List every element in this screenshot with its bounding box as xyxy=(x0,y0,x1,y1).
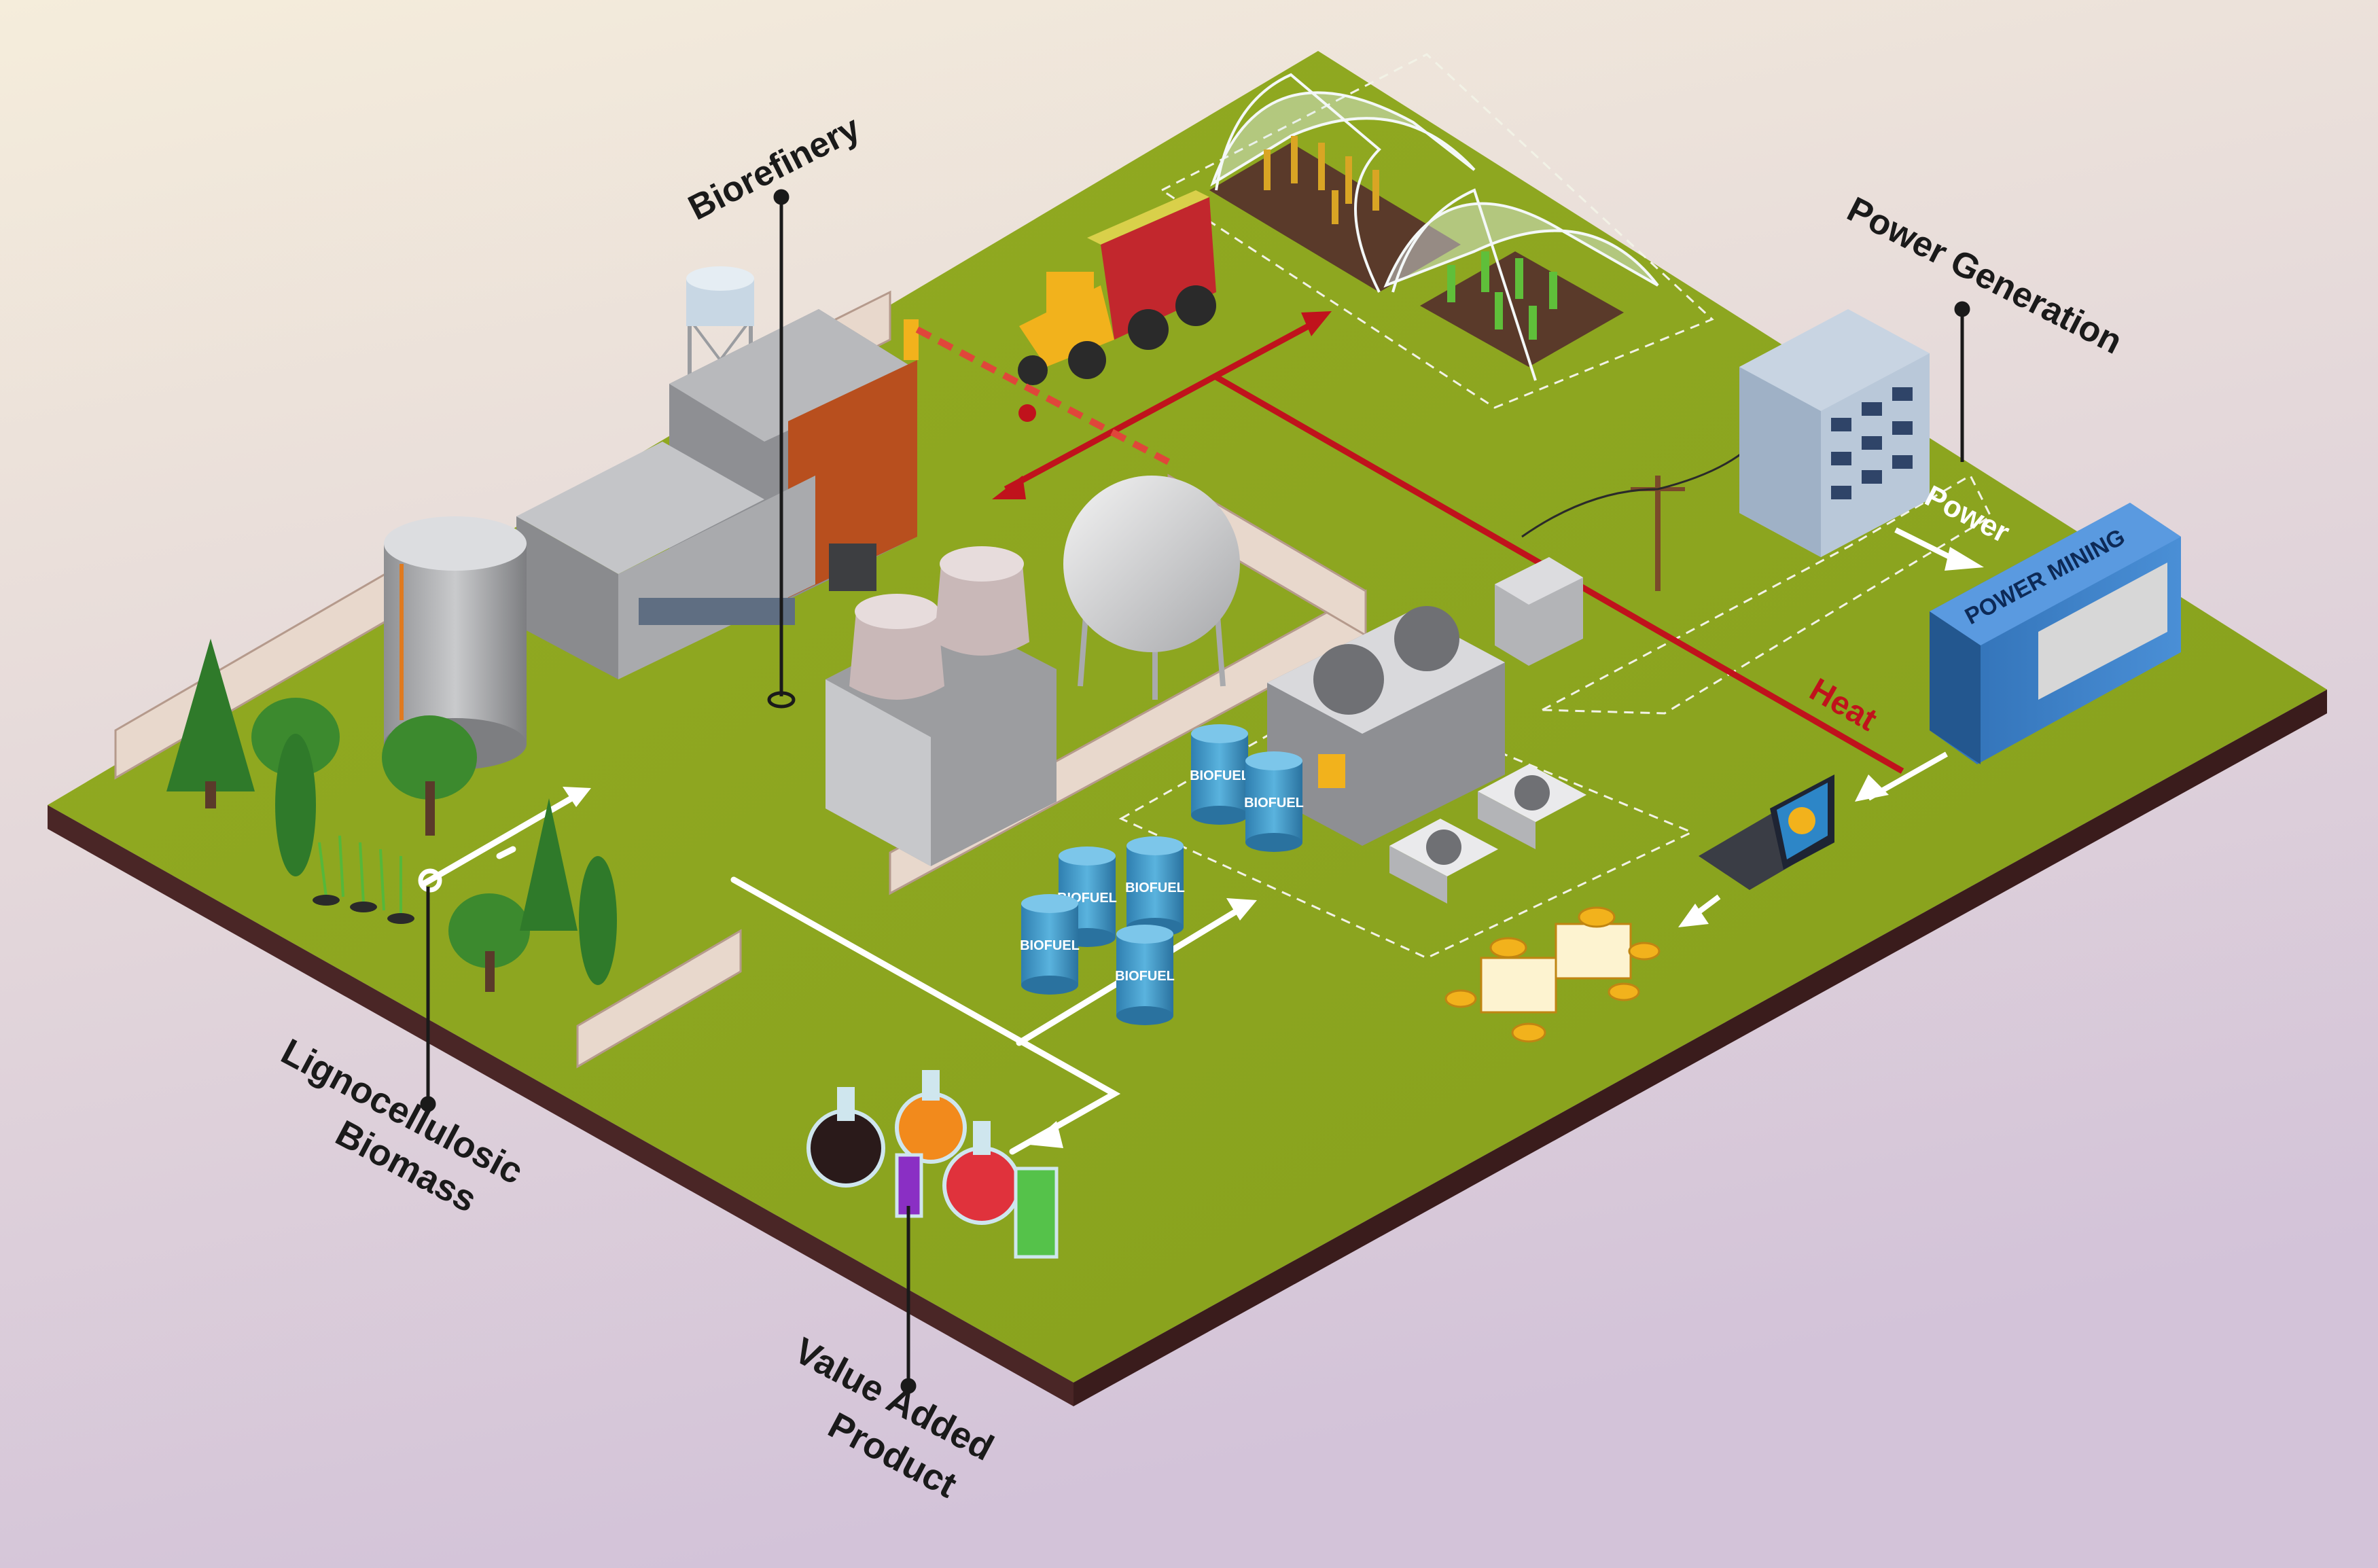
tractor-icon xyxy=(1018,190,1216,385)
generator-icon xyxy=(1267,606,1505,846)
biomass-soil xyxy=(313,895,414,924)
greenhouse-icon xyxy=(1383,188,1659,381)
fan-unit-icon xyxy=(1389,764,1586,904)
barrel-label: BIOFUEL xyxy=(1244,796,1304,810)
biofuel-barrel-icon: BIOFUEL xyxy=(1020,894,1080,995)
greenhouse-icon xyxy=(1209,73,1476,293)
heat-arrowheads xyxy=(992,311,1332,499)
barrel-label: BIOFUEL xyxy=(1190,768,1249,783)
gate-barrier-icon xyxy=(904,319,1171,465)
right-flow-lines xyxy=(1690,527,1958,920)
cooling-tower-icon xyxy=(826,546,1057,866)
flow-arrowheads xyxy=(418,547,1984,1148)
biofuel-barrel-icon: BIOFUEL xyxy=(1244,751,1304,852)
biofuel-barrel-icon: BIOFUEL xyxy=(1190,724,1249,825)
biofuel-barrels: BIOFUELBIOFUELBIOFUELBIOFUELBIOFUELBIOFU… xyxy=(1020,724,1304,1025)
mining-container-icon xyxy=(1930,503,2181,764)
barrel-label: BIOFUEL xyxy=(1115,969,1175,984)
biomass-icon xyxy=(318,835,402,917)
biofuel-barrel-icon: BIOFUEL xyxy=(1125,836,1185,937)
server-rack-icon xyxy=(1739,309,1930,557)
factory-icon xyxy=(516,309,917,679)
barrel-label: BIOFUEL xyxy=(1125,880,1185,895)
flask-icon xyxy=(806,1070,1059,1259)
gas-sphere-icon xyxy=(1063,476,1240,700)
dashed-zones xyxy=(1118,53,1992,959)
laptop-bitcoin-icon xyxy=(1699,774,1834,890)
leader-lines xyxy=(420,189,1970,1394)
utility-pole-icon xyxy=(1495,427,1768,666)
barrel-label: BIOFUEL xyxy=(1020,938,1080,953)
storage-tank-icon xyxy=(384,516,527,770)
tree-icon xyxy=(166,639,617,992)
biofuel-barrel-icon: BIOFUEL xyxy=(1115,925,1175,1025)
coin-stack-icon xyxy=(1444,906,1661,1043)
